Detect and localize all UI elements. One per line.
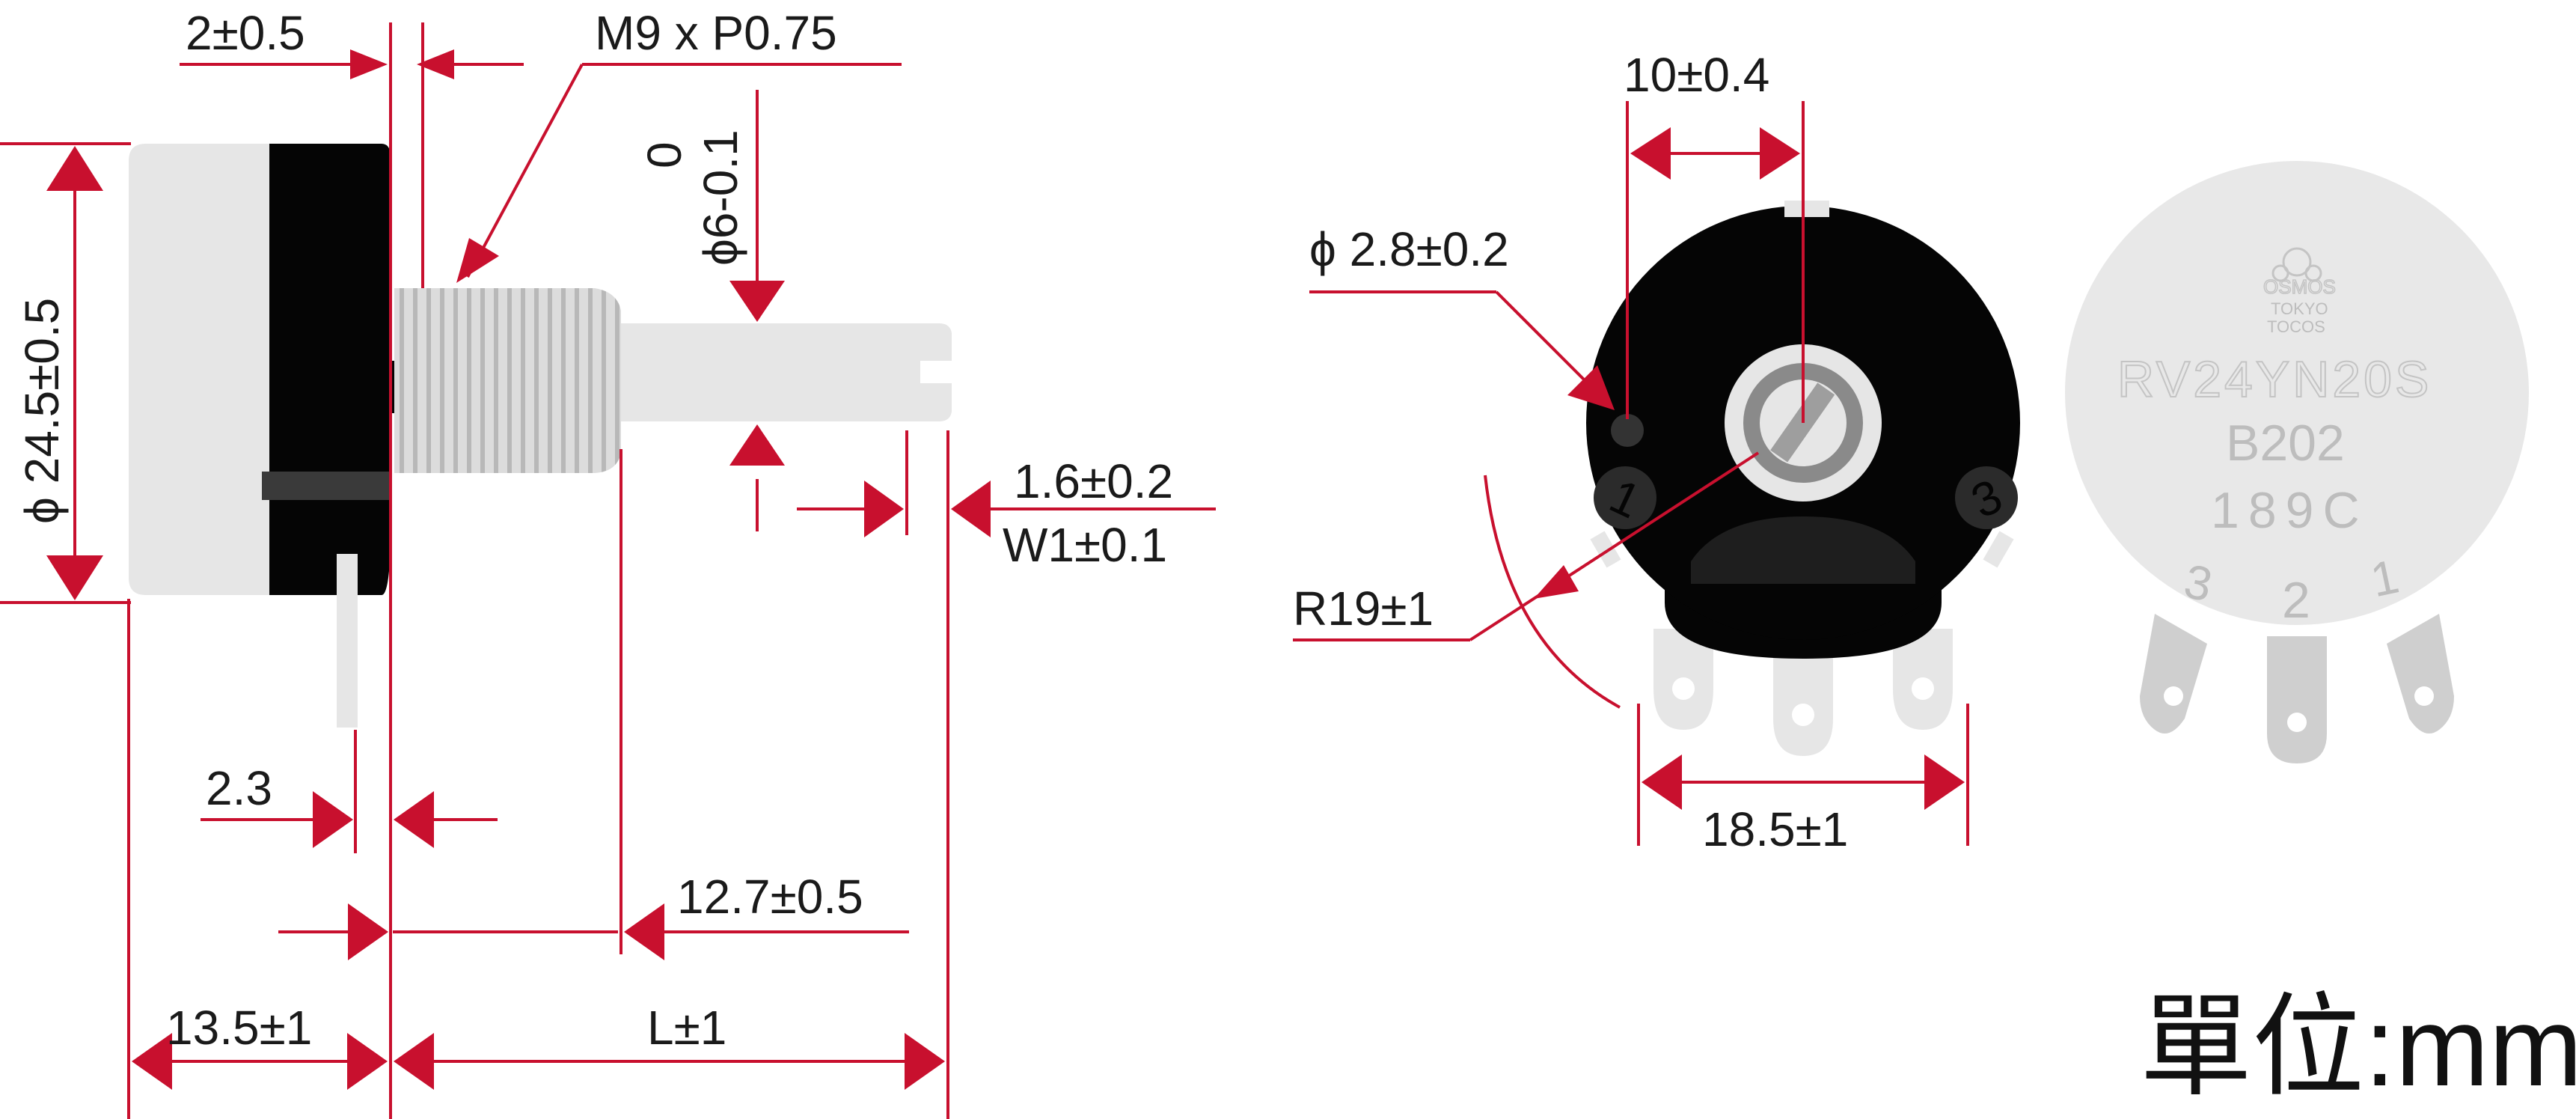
rear-terminal-number-2: 2 (2282, 572, 2310, 629)
brand-sub: TOKYO (2271, 299, 2328, 318)
unit-label: 單位:mm (2140, 984, 2576, 1109)
shaft (621, 323, 952, 421)
side-view: 2±0.5 M9 x P0.75 0 ϕ6-0.1 ϕ 24.5±0.5 1.6… (0, 6, 1216, 1119)
flange-thickness-label: 2±0.5 (186, 6, 305, 60)
flat-width-label: W1±0.1 (1003, 518, 1167, 572)
body-depth-label: 13.5±1 (166, 1001, 312, 1055)
rear-case (129, 144, 269, 595)
terminal-offset-label: 2.3 (206, 761, 272, 815)
date-code: 189C (2211, 482, 2369, 539)
rear-case-disc (2065, 161, 2529, 625)
shaft-diameter-label: ϕ6-0.1 (694, 129, 747, 266)
body-diameter-label: ϕ 24.5±0.5 (15, 298, 69, 524)
terminal (337, 554, 358, 728)
stopper-hole-label: ϕ 2.8±0.2 (1309, 222, 1509, 276)
brand-name: TOCOS (2267, 317, 2325, 336)
threaded-bushing (394, 288, 621, 473)
resistance-code: B202 (2226, 415, 2345, 472)
side-dimension-lines (0, 22, 1216, 1119)
thread-spec-label: M9 x P0.75 (595, 6, 837, 60)
stopper-offset-label: 10±0.4 (1624, 48, 1769, 102)
terminal-mark-left (1594, 466, 1656, 529)
slot-width-label: 1.6±0.2 (1014, 454, 1173, 508)
front-view: 1 3 (1293, 48, 2020, 856)
shaft-length-label: L±1 (647, 1001, 726, 1055)
rear-view: OSMOS TOKYO TOCOS RV24YN20S B202 189C 3 … (2065, 161, 2529, 763)
terminal-radius-label: R19±1 (1293, 582, 1434, 635)
body-band (262, 472, 389, 500)
model-label: RV24YN20S (2117, 351, 2432, 408)
terminal-pitch-label: 18.5±1 (1702, 802, 1848, 856)
brand-logo-text: OSMOS (2263, 275, 2336, 298)
brand-logo (2271, 247, 2322, 282)
stopper-hole (1611, 414, 1644, 447)
bushing-length-label: 12.7±0.5 (677, 870, 863, 924)
rear-terminals (2140, 614, 2454, 763)
shaft-tolerance-upper-label: 0 (637, 141, 691, 168)
front-dimension-lines (1293, 101, 1969, 846)
black-body (269, 144, 391, 595)
terminal-mark-right (1955, 466, 2018, 529)
